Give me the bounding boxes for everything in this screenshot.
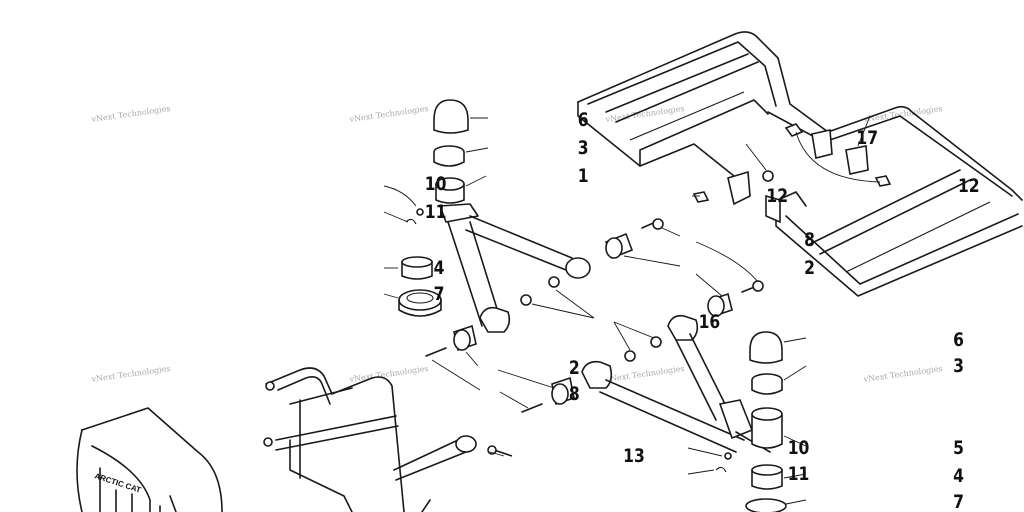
- watermark-7: vNext Technologies: [604, 364, 685, 384]
- callout-4-right: 4: [953, 466, 964, 488]
- watermark-8: vNext Technologies: [862, 364, 943, 384]
- leader-lines: [383, 115, 881, 505]
- watermark-2: vNext Technologies: [348, 104, 429, 124]
- callout-12-b: 12: [958, 176, 980, 198]
- callout-3-right: 3: [953, 356, 964, 378]
- callout-12-a: 12: [766, 186, 788, 208]
- center-bushings: [425, 218, 764, 413]
- callout-13: 13: [623, 446, 645, 468]
- callout-11-left: 11: [425, 202, 447, 224]
- front-fascia: ARCTIC CAT: [76, 407, 223, 512]
- right-a-arm-assembly: [581, 314, 787, 512]
- callout-1: 1: [578, 166, 589, 188]
- callout-8-top: 8: [804, 230, 815, 252]
- callout-7-left: 7: [434, 284, 445, 306]
- callout-3-top: 3: [578, 138, 589, 160]
- callout-5: 5: [953, 438, 964, 460]
- callout-10-right: 10: [788, 438, 810, 460]
- callout-2-low: 2: [569, 358, 580, 380]
- cap-6-left: [433, 99, 469, 134]
- callout-10-left: 10: [425, 174, 447, 196]
- callout-11-right: 11: [788, 464, 810, 486]
- callout-17: 17: [856, 128, 878, 150]
- callout-6-top: 6: [578, 110, 589, 132]
- left-a-arm-assembly: [398, 99, 591, 333]
- callout-8-low: 8: [569, 384, 580, 406]
- callout-2-top: 2: [804, 258, 815, 280]
- watermark-1: vNext Technologies: [90, 104, 171, 124]
- watermark-5: vNext Technologies: [90, 364, 171, 384]
- callout-7-right: 7: [953, 492, 964, 512]
- callout-4-left: 4: [434, 258, 445, 280]
- front-bumper: [263, 367, 513, 512]
- callout-labels: 6 3 1 10 11 4 7 17 12 12 9 8 2 16 2 8 13…: [425, 110, 980, 512]
- rear-rack: [577, 31, 1023, 297]
- callout-16: 16: [699, 312, 721, 334]
- callout-6-right: 6: [953, 330, 964, 352]
